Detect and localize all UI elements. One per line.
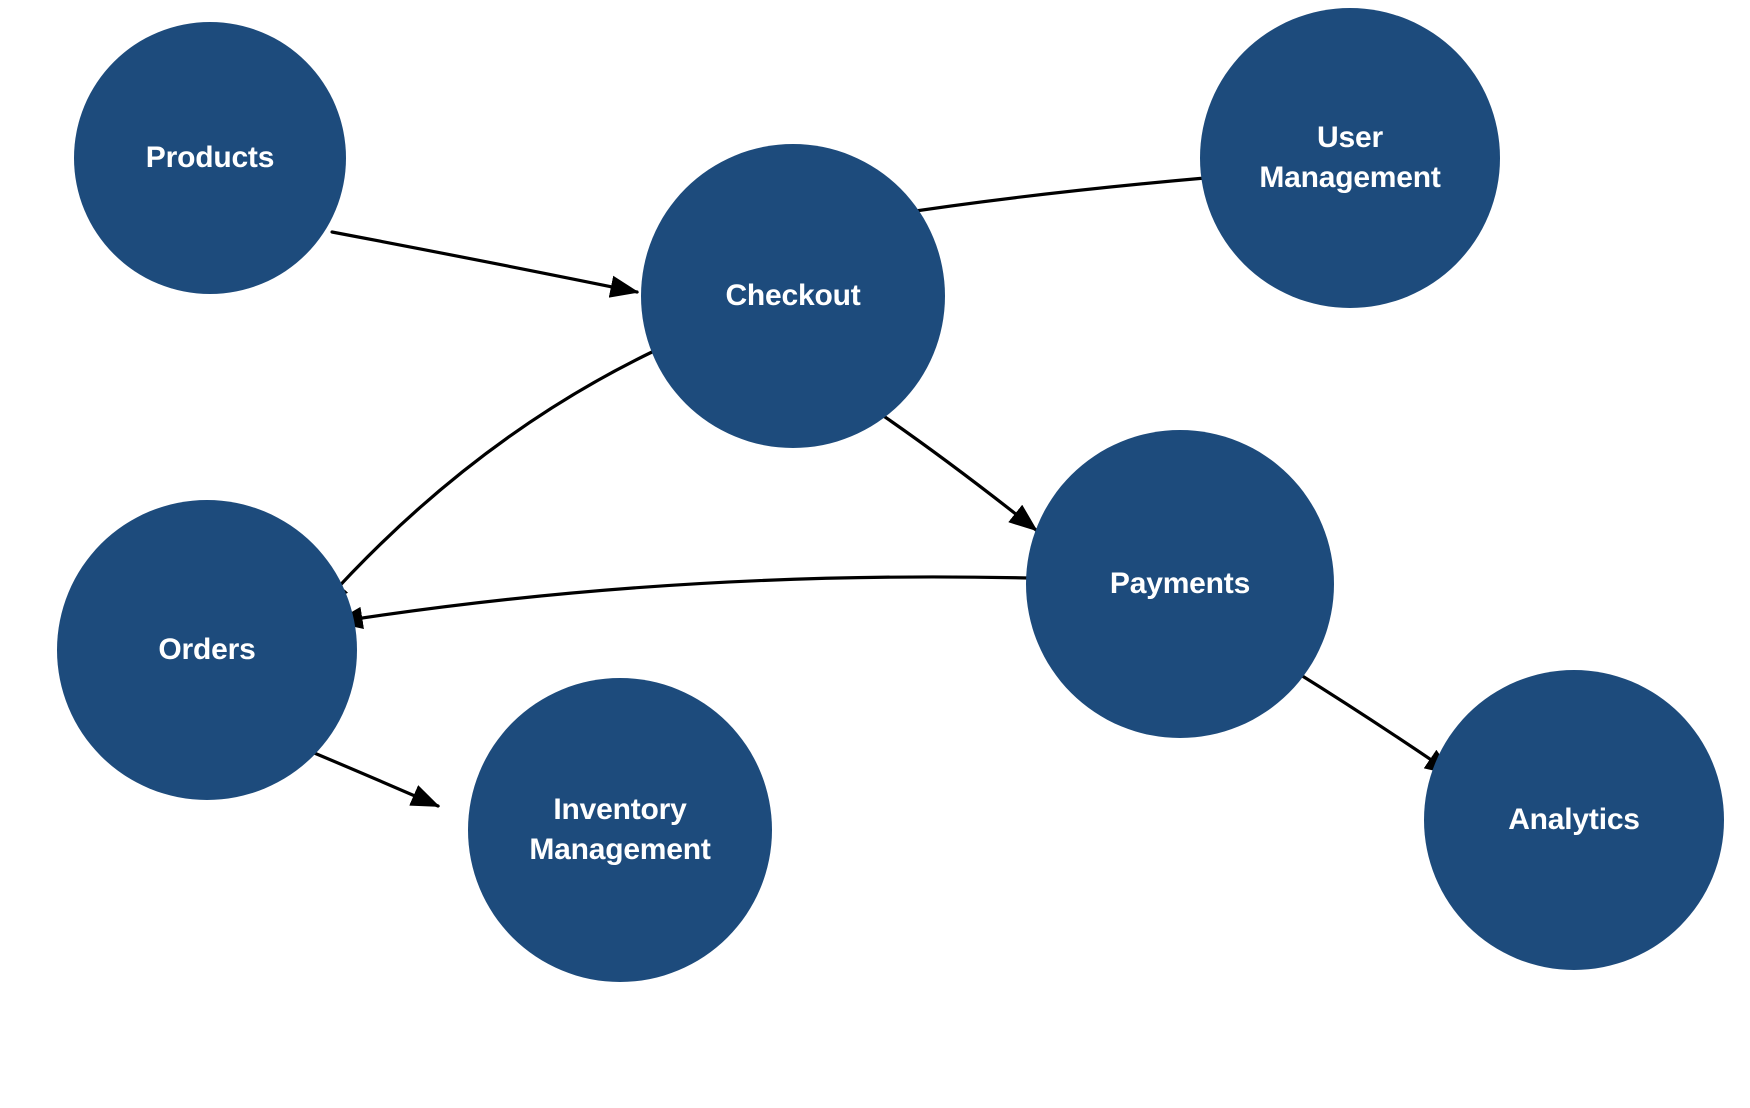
node-user-management[interactable]: User Management bbox=[1200, 8, 1500, 308]
node-user-management-label: User Management bbox=[1259, 121, 1441, 194]
node-products[interactable]: Products bbox=[74, 22, 346, 294]
node-payments[interactable]: Payments bbox=[1026, 430, 1334, 738]
edge-payments-to-analytics[interactable] bbox=[1294, 670, 1454, 776]
node-checkout-label: Checkout bbox=[725, 279, 861, 313]
node-payments-label: Payments bbox=[1109, 567, 1251, 601]
node-analytics[interactable]: Analytics bbox=[1424, 670, 1724, 970]
edge-products-to-checkout[interactable] bbox=[330, 230, 640, 298]
edge-payments-to-orders[interactable] bbox=[333, 575, 1030, 629]
node-analytics-label: Analytics bbox=[1508, 803, 1640, 837]
edge-checkout-to-payments[interactable] bbox=[870, 406, 1038, 532]
node-checkout[interactable]: Checkout bbox=[641, 144, 945, 448]
node-orders[interactable]: Orders bbox=[57, 500, 357, 800]
node-inventory-management[interactable]: Inventory Management bbox=[468, 678, 772, 982]
node-inventory-management-label: Inventory Management bbox=[529, 793, 711, 866]
edge-checkout-to-orders[interactable] bbox=[320, 350, 654, 607]
node-orders-label: Orders bbox=[158, 633, 256, 667]
node-products-label: Products bbox=[145, 141, 275, 175]
